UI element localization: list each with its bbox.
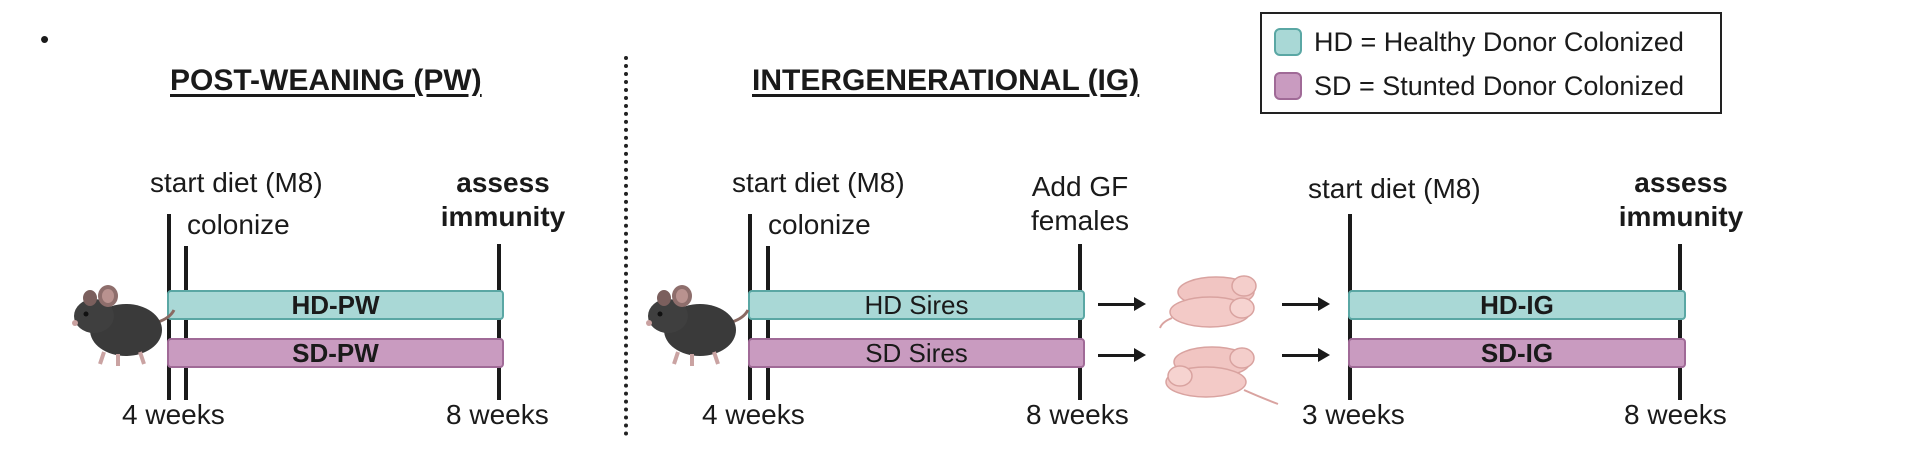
pw-title: POST-WEANING (PW) — [170, 64, 482, 97]
ig-pups-start-diet-label: start diet (M8) — [1308, 173, 1481, 204]
pw-end-line — [497, 244, 501, 400]
legend-swatch-hd — [1274, 28, 1302, 56]
ig-sires-end-line — [1078, 244, 1082, 400]
ig-hd-sires-bar: HD Sires — [748, 290, 1085, 320]
ig-time-start: 4 weeks — [702, 399, 805, 430]
ig-time-mid: 8 weeks — [1026, 399, 1129, 430]
legend-item-sd: SD = Stunted Donor Colonized — [1274, 68, 1684, 104]
panel-divider — [624, 56, 628, 436]
ig-pups-time-end: 8 weeks — [1624, 399, 1727, 430]
pw-hd-bar: HD-PW — [167, 290, 504, 320]
legend: HD = Healthy Donor Colonized SD = Stunte… — [1260, 12, 1722, 114]
pw-assess-label-1: assess — [456, 167, 550, 198]
pw-start-diet-label: start diet (M8) — [150, 167, 323, 198]
ig-add-gf-label-1: Add GF — [1031, 171, 1129, 202]
pw-colonize-line — [184, 246, 188, 400]
legend-item-hd: HD = Healthy Donor Colonized — [1274, 24, 1684, 60]
arrow-to-sd-ig — [1282, 348, 1330, 362]
legend-swatch-sd — [1274, 72, 1302, 100]
ig-assess-label-1: assess — [1634, 167, 1728, 198]
legend-label-hd: HD = Healthy Donor Colonized — [1314, 26, 1684, 57]
ig-add-gf-label-2: females — [1030, 205, 1130, 236]
ig-hd-bar: HD-IG — [1348, 290, 1686, 320]
legend-label-sd: SD = Stunted Donor Colonized — [1314, 70, 1684, 101]
ig-start-diet-label: start diet (M8) — [732, 167, 905, 198]
mouse-icon — [646, 285, 750, 366]
ig-sd-sires-bar: SD Sires — [748, 338, 1085, 368]
pw-time-end: 8 weeks — [446, 399, 549, 430]
ig-assess-label-2: immunity — [1618, 201, 1744, 232]
arrow-to-hd-pups — [1098, 297, 1146, 311]
bullet-point: • — [40, 24, 50, 54]
pw-assess-label-2: immunity — [440, 201, 566, 232]
pw-colonize-label: colonize — [187, 209, 290, 240]
arrow-to-sd-pups — [1098, 348, 1146, 362]
pw-sd-bar: SD-PW — [167, 338, 504, 368]
mouse-pups-icon — [1165, 346, 1279, 405]
mouse-pups-icon — [1159, 275, 1257, 329]
pw-time-start: 4 weeks — [122, 399, 225, 430]
ig-pups-end-line — [1678, 244, 1682, 400]
mouse-icon — [72, 285, 176, 366]
ig-colonize-label: colonize — [768, 209, 871, 240]
arrow-to-hd-ig — [1282, 297, 1330, 311]
ig-colonize-line — [766, 246, 770, 400]
ig-pups-time-start: 3 weeks — [1302, 399, 1405, 430]
ig-sd-bar: SD-IG — [1348, 338, 1686, 368]
ig-title: INTERGENERATIONAL (IG) — [752, 64, 1140, 97]
